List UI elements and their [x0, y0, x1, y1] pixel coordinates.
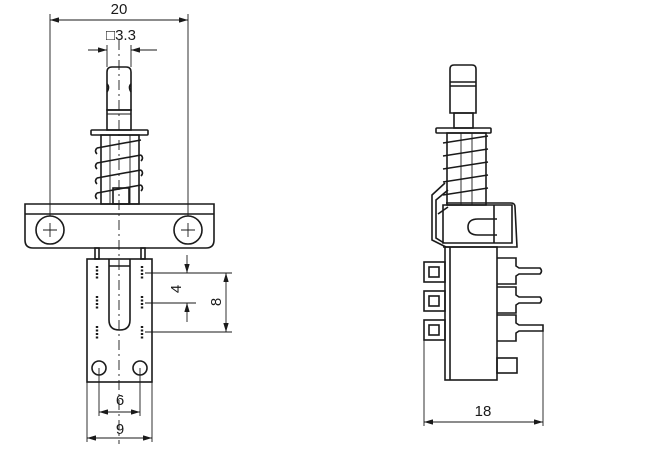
- side-view: 18: [423, 64, 544, 426]
- pins-right: [496, 257, 544, 374]
- bracket: [431, 182, 518, 248]
- dim-label-20: 20: [111, 1, 128, 18]
- solder-tabs-left: [423, 261, 446, 341]
- plunger: [90, 66, 149, 136]
- front-view: 20 □3.3: [24, 1, 232, 444]
- dim-label-8: 8: [208, 298, 225, 306]
- dim-label-6: 6: [116, 392, 124, 409]
- plunger-side: [435, 64, 492, 134]
- body-side: [423, 246, 544, 381]
- switch-body: [86, 247, 153, 383]
- dim-label-9: 9: [116, 421, 124, 438]
- dim-label-18: 18: [475, 403, 492, 420]
- mounting-plate: [24, 203, 215, 249]
- dim-label-4: 4: [168, 285, 185, 293]
- spring-side: [442, 132, 489, 206]
- dim-label-3-3: □3.3: [106, 27, 136, 44]
